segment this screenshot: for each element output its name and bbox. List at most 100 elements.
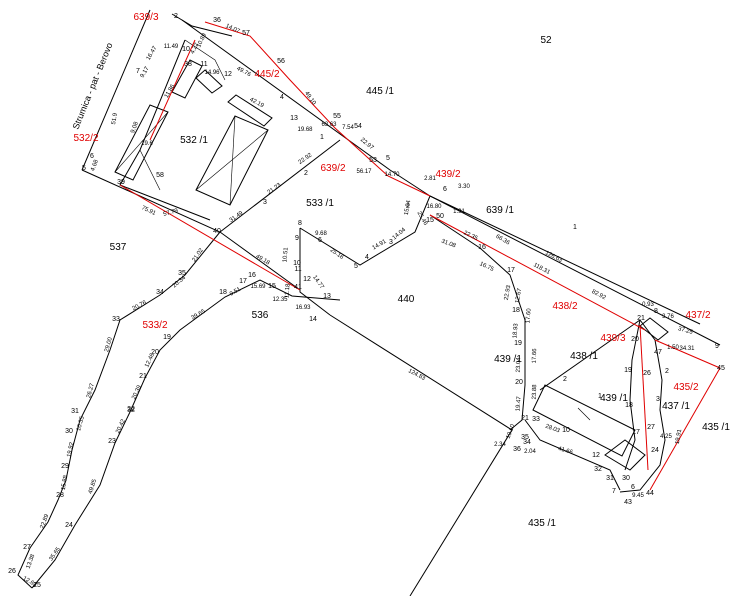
- point-pt-47: 47: [654, 349, 662, 356]
- point-pt-2c: 2: [406, 203, 410, 210]
- dimension-d-22: 49.85: [88, 478, 99, 495]
- red-line-435: [649, 367, 721, 491]
- point-pt-9b: 9: [715, 343, 719, 350]
- point-pt-33b: 33: [532, 416, 540, 423]
- dimension-d-88: 7.54: [342, 125, 354, 131]
- point-pt-53: 53: [369, 157, 377, 164]
- point-pt-40: 40: [213, 228, 221, 235]
- dimension-d-24: 13.38: [26, 553, 37, 570]
- dimension-d-42: 15.64: [404, 199, 413, 215]
- dimension-d-48: 66.36: [494, 234, 511, 247]
- parcel-p-532-2: 532/2: [73, 133, 98, 144]
- dimension-d-33: 12.35: [272, 297, 288, 303]
- point-pt-12c: 12: [592, 452, 600, 459]
- point-pt-16b: 16: [478, 244, 486, 251]
- dimension-d-80: 9.17: [140, 65, 151, 79]
- dimension-d-37: 11.18: [284, 283, 291, 299]
- point-pt-6b: 6: [318, 237, 322, 244]
- dimension-d-81: 11.49: [164, 44, 179, 50]
- point-pt-7: 7: [136, 68, 140, 75]
- parcel-p-445-2: 445/2: [254, 69, 279, 80]
- dimension-d-64: 2.34: [494, 442, 506, 448]
- dimension-d-63: 19.10: [506, 423, 517, 440]
- point-pt-13b: 13: [323, 293, 331, 300]
- dimension-d-1: 14.07: [224, 23, 241, 35]
- dimension-d-72: 0.93: [642, 302, 654, 308]
- point-pt-36b: 36: [513, 446, 521, 453]
- dimension-d-66: 41.66: [557, 446, 574, 456]
- parcel-p-639-3: 639/3: [133, 12, 158, 23]
- dimension-d-14: 21.02: [191, 247, 205, 263]
- point-pt-12: 12: [224, 71, 232, 78]
- dimension-d-30: 39.65: [190, 308, 207, 321]
- parcel-p-437-1: 437 /1: [662, 401, 690, 412]
- point-pt-21c: 21: [637, 315, 645, 322]
- point-pt-6d: 6: [631, 484, 635, 491]
- boundary-532-inner: [119, 39, 211, 221]
- dimension-d-61: 23.88: [532, 384, 539, 400]
- point-pt-12b: 12: [303, 276, 311, 283]
- red-line-439: [639, 324, 649, 471]
- parcel-p-439-3: 439/3: [600, 333, 625, 344]
- dimension-d-62: 19.47: [515, 396, 522, 412]
- dimension-d-86: 63.63: [321, 122, 337, 128]
- red-line-437: [654, 339, 721, 369]
- point-pt-25: 25: [33, 582, 41, 589]
- point-pt-5b: 5: [82, 165, 86, 172]
- dimension-d-36: 14.77: [311, 275, 325, 291]
- boundary-533: [219, 139, 341, 233]
- building-1-diag-a: [195, 129, 269, 191]
- parcel-boundaries: [17, 9, 721, 596]
- dimension-d-17: 29.00: [104, 336, 114, 353]
- point-pt-28: 28: [56, 492, 64, 499]
- dimension-d-2: 49.10: [303, 91, 317, 107]
- dimension-d-73: 4.25: [660, 434, 672, 440]
- parcel-p-438-1: 438 /1: [570, 351, 598, 362]
- parcel-p-639-1: 639 /1: [486, 205, 514, 216]
- dimension-d-41: 14.04: [392, 227, 408, 242]
- building-5: [195, 69, 223, 94]
- boundary-537: [17, 231, 221, 589]
- dimension-d-75: 1.50: [667, 345, 679, 351]
- boundary-435: [409, 429, 513, 596]
- dimension-d-85: 4.22: [190, 41, 201, 55]
- point-pt-26b: 26: [643, 370, 651, 377]
- dimension-d-70: 37.25: [677, 326, 694, 336]
- point-pt-19: 19: [163, 334, 171, 341]
- dimension-d-3: 49.76: [235, 66, 252, 79]
- point-pt-27b: 27: [647, 424, 655, 431]
- dimension-d-59: 17.66: [532, 348, 539, 364]
- dimension-d-39: 25.16: [329, 247, 345, 261]
- point-pt-10c: 10: [562, 427, 570, 434]
- point-pt-17b: 17: [507, 267, 515, 274]
- point-pt-18: 18: [219, 289, 227, 296]
- point-pt-15b: 15: [426, 217, 434, 224]
- dimension-d-19: 10.35: [76, 415, 86, 432]
- boundary-north-2: [429, 195, 701, 325]
- point-pt-5c: 5: [354, 263, 358, 270]
- parcel-p-440: 440: [398, 294, 415, 305]
- boundary-437: [619, 319, 666, 493]
- boundary-439-east: [524, 419, 621, 491]
- building-4: [171, 59, 203, 99]
- red-line-532: [149, 39, 196, 141]
- parcel-p-536: 536: [252, 310, 269, 321]
- dimension-d-16: 20.76: [131, 300, 148, 313]
- parcel-p-533-1: 533 /1: [306, 198, 334, 209]
- boundary-440-east: [429, 214, 526, 431]
- point-pt-50: 50: [436, 213, 444, 220]
- dimension-d-21: 15.88: [61, 474, 70, 490]
- point-pt-18b: 18: [512, 307, 520, 314]
- dimension-d-28: 20.39: [131, 384, 143, 401]
- point-pt-1a: 1: [320, 134, 324, 141]
- parcel-p-439-1b: 439 /1: [600, 393, 628, 404]
- building-1: [195, 115, 269, 206]
- dimension-d-74: 9.45: [632, 493, 644, 499]
- point-pt-2d: 2: [665, 368, 669, 375]
- point-pt-57: 57: [242, 30, 250, 37]
- point-pt-26: 26: [8, 568, 16, 575]
- point-pt-32b: 32: [594, 466, 602, 473]
- point-pt-35b: 35: [521, 434, 529, 441]
- point-pt-55: 55: [333, 113, 341, 120]
